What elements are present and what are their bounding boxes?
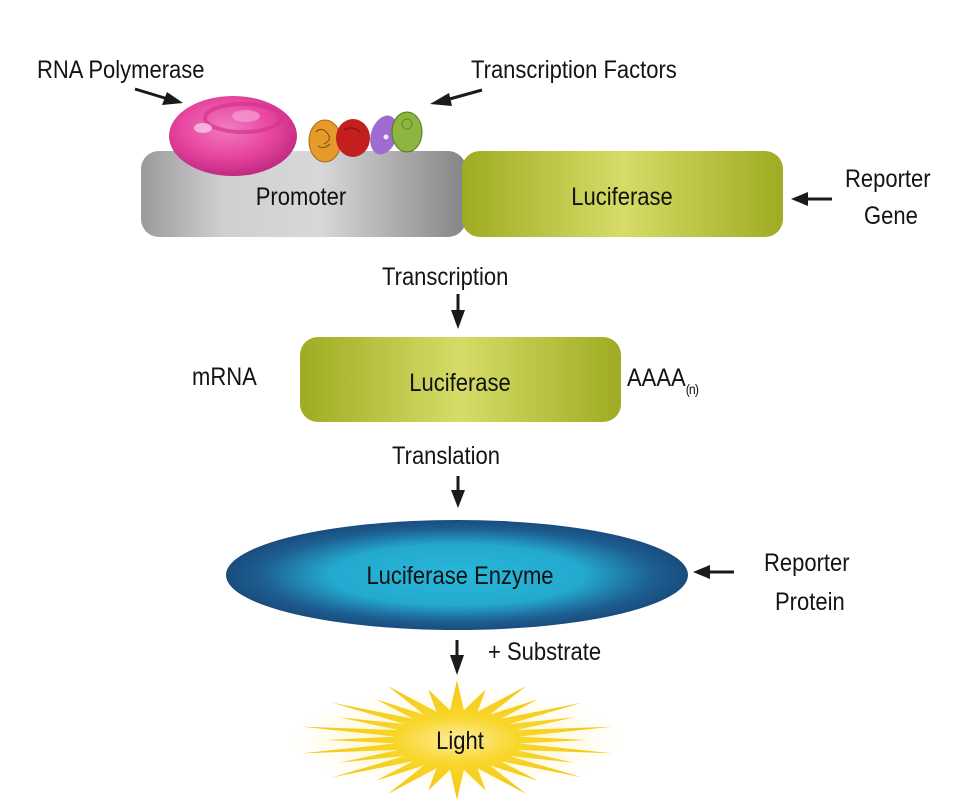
rna-polymerase-label: RNA Polymerase: [37, 56, 205, 84]
reporter-protein-label-line1: Reporter: [764, 549, 850, 577]
luciferase-gene-label: Luciferase: [571, 183, 673, 211]
rna-polymerase-arrow: [134, 87, 183, 105]
translation-arrow: [451, 476, 465, 508]
transcription-factors-label: Transcription Factors: [471, 56, 677, 84]
luciferase-mrna-label: Luciferase: [409, 369, 511, 397]
translation-label: Translation: [392, 442, 501, 470]
reporter-gene-label-line2: Gene: [864, 202, 918, 230]
luciferase-mrna-box: [300, 337, 621, 422]
light-starburst: [301, 680, 613, 799]
rna-polymerase-shape: [169, 96, 297, 176]
transcription-arrow: [451, 294, 465, 329]
transcription-factors-shapes: [308, 111, 423, 163]
polya-tail-label: AAAA(n): [627, 363, 699, 398]
mrna-label: mRNA: [192, 363, 257, 391]
reporter-gene-arrow: [791, 192, 832, 206]
substrate-label: + Substrate: [488, 638, 602, 666]
luciferase-gene-box: [462, 151, 783, 237]
substrate-arrow: [450, 640, 464, 675]
polya-text: AAAA: [627, 364, 686, 392]
promoter-label: Promoter: [255, 183, 347, 211]
luciferase-enzyme-shape: [226, 520, 688, 630]
transcription-factors-arrow: [430, 88, 483, 106]
light-label: Light: [436, 727, 484, 755]
reporter-gene-label-line1: Reporter: [845, 165, 931, 193]
reporter-protein-arrow: [693, 565, 734, 579]
reporter-protein-label-line2: Protein: [775, 588, 845, 616]
transcription-label: Transcription: [382, 263, 509, 291]
luciferase-enzyme-label: Luciferase Enzyme: [366, 562, 554, 590]
polya-subscript: (n): [685, 381, 699, 397]
